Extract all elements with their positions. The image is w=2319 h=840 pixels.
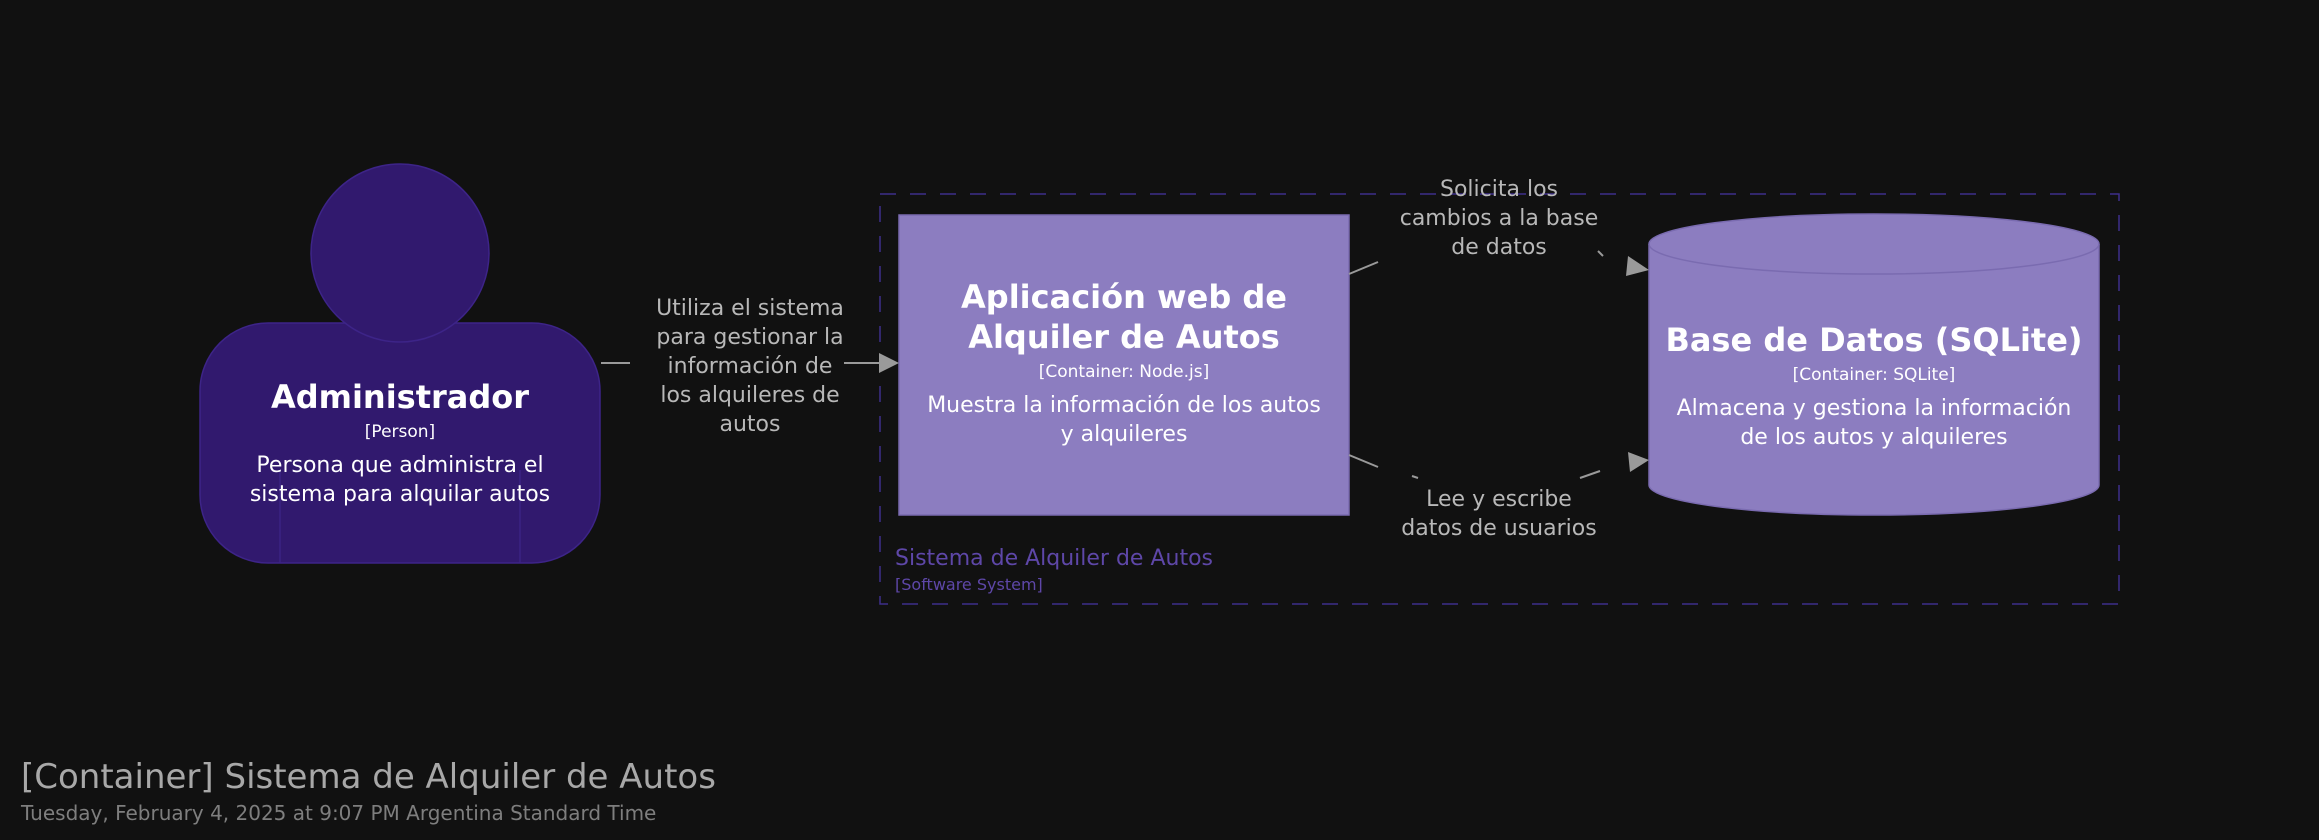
webapp-name-line: Alquiler de Autos: [968, 318, 1280, 356]
edge-line: [1597, 250, 1604, 257]
system-boundary: [879, 193, 2120, 605]
edge-label-line: para gestionar la: [656, 325, 843, 350]
person-type: [Person]: [365, 422, 435, 442]
person-description-line: Persona que administra el: [256, 453, 543, 478]
arrow-head: [1628, 452, 1649, 472]
database-name: Base de Datos (SQLite): [1665, 321, 2082, 359]
boundary-type: [Software System]: [895, 575, 1043, 594]
edge-label-line: datos de usuarios: [1401, 516, 1596, 541]
database-cylinder-top: [1648, 243, 2100, 275]
edge-label-line: información de: [668, 354, 833, 379]
edge-label-line: Solicita los: [1440, 177, 1558, 202]
diagram-timestamp: Tuesday, February 4, 2025 at 9:07 PM Arg…: [20, 801, 656, 825]
edge-line: [1348, 454, 1379, 468]
edge-label-line: autos: [720, 412, 781, 437]
edge-line: [1348, 261, 1379, 275]
edge-label-line: de datos: [1451, 235, 1547, 260]
boundary-name: Sistema de Alquiler de Autos: [895, 546, 1213, 571]
person-administrador[interactable]: Administrador [Person] Persona que admin…: [199, 163, 601, 564]
edge-label-line: cambios a la base: [1400, 206, 1599, 231]
webapp-description-line: Muestra la información de los autos: [927, 393, 1321, 418]
person-description-line: sistema para alquilar autos: [250, 482, 550, 507]
database-description-line: Almacena y gestiona la información: [1677, 396, 2072, 421]
edge-line: [1579, 470, 1601, 479]
database-cylinder-body: [1648, 213, 2100, 516]
edge-label-line: Lee y escribe: [1426, 487, 1572, 512]
edge-label-line: los alquileres de: [660, 383, 839, 408]
edge-label-line: Utiliza el sistema: [656, 296, 844, 321]
edge-person-to-webapp: Utiliza el sistema para gestionar la inf…: [601, 296, 899, 437]
arrow-head: [1626, 256, 1649, 276]
database-description-line: de los autos y alquileres: [1740, 425, 2007, 450]
person-body: [199, 322, 601, 564]
container-webapp[interactable]: Aplicación web de Alquiler de Autos [Con…: [898, 214, 1350, 516]
webapp-name-line: Aplicación web de: [961, 278, 1287, 316]
webapp-type: [Container: Node.js]: [1039, 362, 1210, 382]
database-type: [Container: SQLite]: [1793, 365, 1956, 385]
edge-webapp-to-db-requests: Solicita los cambios a la base de datos: [1348, 177, 1649, 276]
edge-line: [1411, 475, 1419, 479]
person-head: [310, 163, 490, 343]
edge-webapp-to-db-reads: Lee y escribe datos de usuarios: [1348, 452, 1649, 541]
container-database[interactable]: Base de Datos (SQLite) [Container: SQLit…: [1648, 213, 2100, 516]
person-name: Administrador: [271, 378, 529, 416]
diagram-title: [Container] Sistema de Alquiler de Autos: [21, 757, 716, 797]
arrow-head: [879, 353, 899, 373]
webapp-description-line: y alquileres: [1061, 422, 1188, 447]
webapp-box: [898, 214, 1350, 516]
